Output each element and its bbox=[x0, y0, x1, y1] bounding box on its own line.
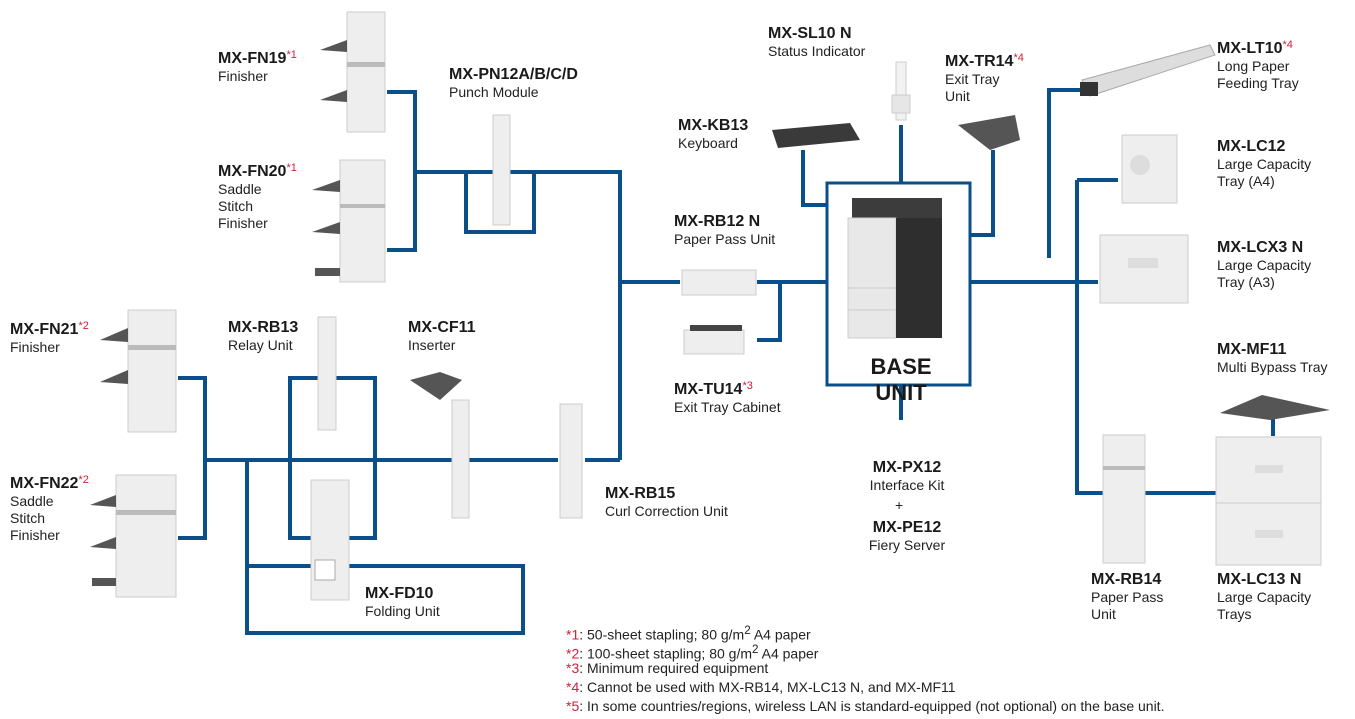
line-fd10-loop bbox=[245, 460, 525, 635]
footnote-3: *3: Minimum required equipment bbox=[566, 660, 769, 676]
finisher-fn22-illustration bbox=[90, 474, 177, 598]
mf11-illustration bbox=[1220, 395, 1330, 420]
lc12-illustration bbox=[1121, 134, 1178, 204]
curl-correction-illustration bbox=[559, 403, 583, 519]
footnote-4: *4: Cannot be used with MX-RB14, MX-LC13… bbox=[566, 679, 956, 695]
footnote-5: *5: In some countries/regions, wireless … bbox=[566, 698, 1165, 714]
label-mx-pn12: MX-PN12A/B/C/D Punch Module bbox=[449, 66, 578, 100]
line-top-bus bbox=[415, 170, 622, 460]
plus-sign: + bbox=[895, 497, 904, 513]
label-mx-rb12: MX-RB12 N Paper Pass Unit bbox=[674, 213, 776, 247]
lcx3-illustration bbox=[1099, 234, 1189, 304]
label-mx-tr14: MX-TR14*4 Exit Tray Unit bbox=[945, 52, 1024, 104]
label-mx-fn19: MX-FN19*1 Finisher bbox=[218, 49, 297, 84]
lc13-illustration bbox=[1215, 436, 1322, 566]
footnote-2: *2: 100-sheet stapling; 80 g/m2 A4 paper bbox=[566, 643, 819, 662]
finisher-fn21-illustration bbox=[100, 309, 177, 433]
label-mx-lc12: MX-LC12 Large Capacity Tray (A4) bbox=[1217, 138, 1312, 189]
label-mx-lt10: MX-LT10*4 Long Paper Feeding Tray bbox=[1217, 39, 1299, 91]
line-kb13 bbox=[801, 150, 830, 207]
line-lt10 bbox=[1047, 88, 1080, 258]
label-mx-fn21: MX-FN21*2 Finisher bbox=[10, 320, 89, 355]
rb14-illustration bbox=[1102, 434, 1146, 564]
base-unit-label: BASE UNIT bbox=[870, 354, 932, 405]
status-indicator-illustration bbox=[891, 61, 911, 121]
label-mx-pe12: MX-PE12 Fiery Server bbox=[868, 519, 946, 553]
label-mx-lc13: MX-LC13 N Large Capacity Trays bbox=[1217, 571, 1312, 622]
tu14-illustration bbox=[683, 325, 745, 355]
relay-unit-illustration bbox=[317, 316, 337, 431]
base-unit-illustration bbox=[847, 198, 942, 339]
label-mx-mf11: MX-MF11 Multi Bypass Tray bbox=[1217, 341, 1328, 375]
label-mx-lcx3: MX-LCX3 N Large Capacity Tray (A3) bbox=[1217, 239, 1312, 290]
label-mx-cf11: MX-CF11 Inserter bbox=[408, 319, 476, 353]
label-mx-fd10: MX-FD10 Folding Unit bbox=[365, 585, 440, 619]
punch-module-illustration bbox=[492, 114, 511, 226]
line-tu14 bbox=[757, 280, 782, 342]
footnote-1: *1: 50-sheet stapling; 80 g/m2 A4 paper bbox=[566, 624, 811, 643]
label-mx-kb13: MX-KB13 Keyboard bbox=[678, 117, 749, 151]
keyboard-illustration bbox=[772, 123, 860, 148]
label-mx-rb13: MX-RB13 Relay Unit bbox=[228, 319, 299, 353]
line-right-vertical bbox=[1075, 180, 1217, 495]
label-mx-rb15: MX-RB15 Curl Correction Unit bbox=[605, 485, 728, 519]
label-mx-fn22: MX-FN22*2 Saddle Stitch Finisher bbox=[10, 474, 89, 543]
label-mx-rb14: MX-RB14 Paper Pass Unit bbox=[1091, 571, 1164, 622]
line-relay-loop bbox=[288, 376, 377, 540]
folding-unit-illustration bbox=[310, 479, 350, 601]
label-mx-tu14: MX-TU14*3 Exit Tray Cabinet bbox=[674, 380, 781, 415]
label-mx-sl10: MX-SL10 N Status Indicator bbox=[768, 25, 866, 59]
line-tr14 bbox=[970, 150, 995, 237]
finisher-fn20-illustration bbox=[312, 159, 386, 283]
label-mx-px12: MX-PX12 Interface Kit bbox=[869, 459, 945, 493]
label-mx-fn20: MX-FN20*1 Saddle Stitch Finisher bbox=[218, 162, 297, 231]
exit-tray-illustration bbox=[958, 115, 1020, 150]
line-punch-loop bbox=[464, 172, 536, 234]
long-paper-tray-illustration bbox=[1080, 44, 1216, 97]
inserter-illustration bbox=[410, 372, 470, 519]
rb12-illustration bbox=[681, 269, 757, 296]
finisher-fn19-illustration bbox=[320, 11, 386, 133]
